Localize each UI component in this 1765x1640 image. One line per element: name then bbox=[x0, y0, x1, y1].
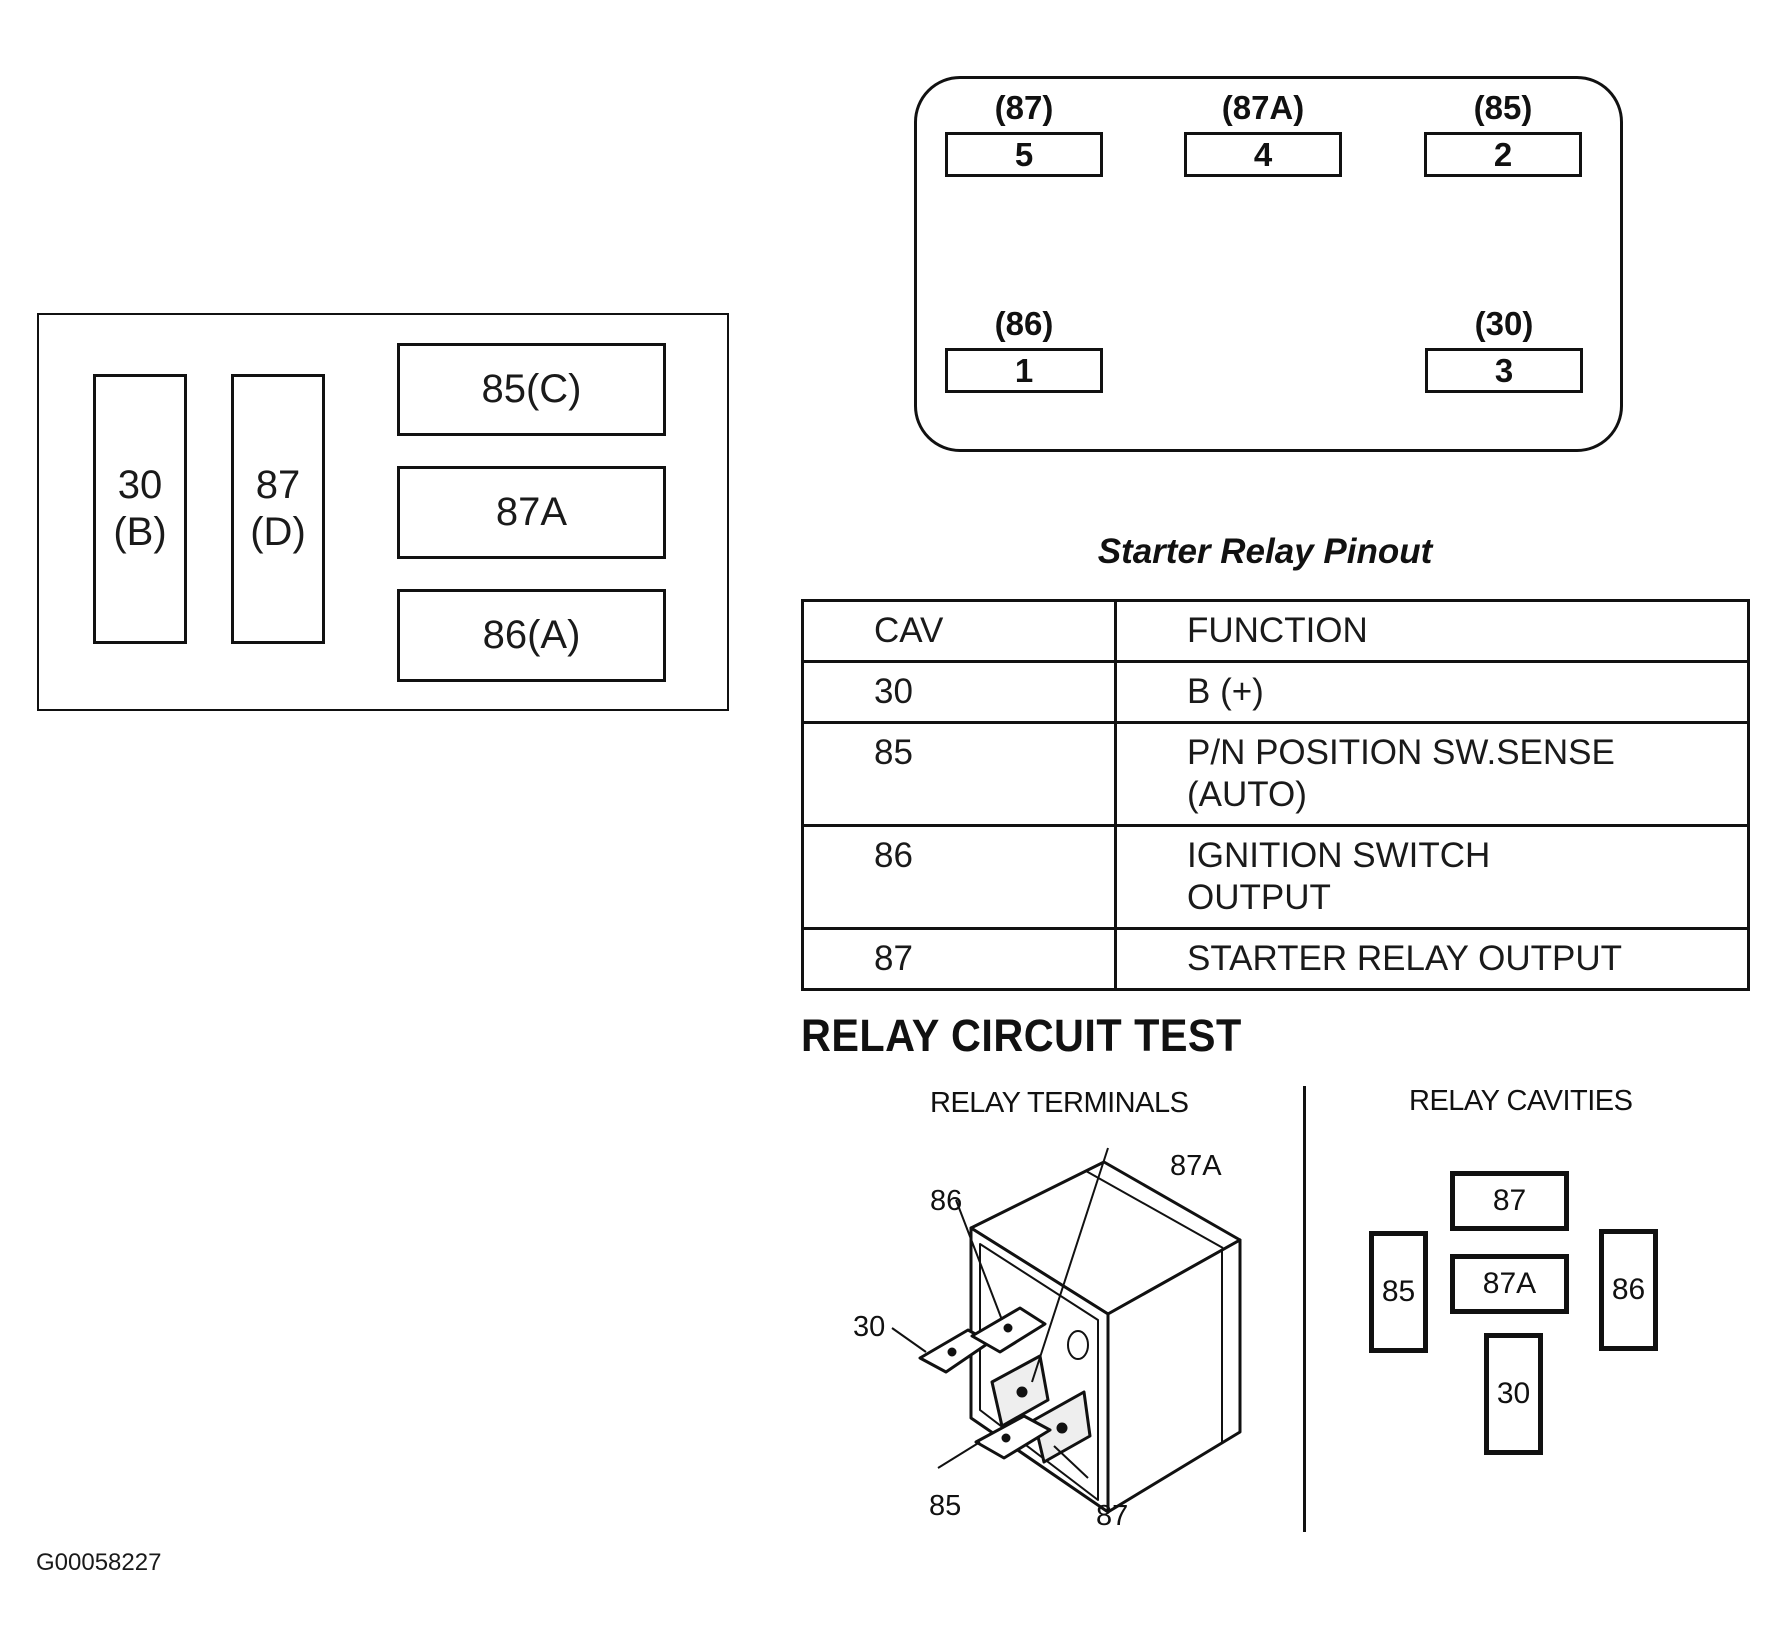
pin-87a: 87A bbox=[397, 466, 666, 559]
pinout-diagram bbox=[914, 76, 1623, 452]
table-cell-cav: 87 bbox=[801, 927, 1117, 991]
table-cell-function: STARTER RELAY OUTPUT bbox=[1114, 927, 1750, 991]
pin-87-d: 87 (D) bbox=[231, 374, 325, 644]
table-cell-cav: 85 bbox=[801, 721, 1117, 827]
table-row: 85 P/N POSITION SW.SENSE(AUTO) bbox=[801, 721, 1750, 827]
cavity-function-table: CAV FUNCTION 30 B (+) 85 P/N POSITION SW… bbox=[801, 599, 1750, 991]
pinout-title: Starter Relay Pinout bbox=[1097, 532, 1433, 571]
table-header-row: CAV FUNCTION bbox=[801, 599, 1750, 663]
table-cell-cav: 30 bbox=[801, 660, 1117, 724]
pin-87-letter: (D) bbox=[250, 510, 306, 554]
cavity-30: 30 bbox=[1484, 1333, 1543, 1455]
table-row: 87 STARTER RELAY OUTPUT bbox=[801, 927, 1750, 991]
terminal-label-87a: 87A bbox=[1170, 1150, 1222, 1182]
table-cell-function: B (+) bbox=[1114, 660, 1750, 724]
pinout-terminal-87: (87) bbox=[994, 89, 1054, 126]
terminal-label-85: 85 bbox=[929, 1490, 962, 1522]
pin-86-a: 86(A) bbox=[397, 589, 666, 682]
pinout-terminal-87a: (87A) bbox=[1221, 89, 1305, 126]
pinout-cavity-5: 5 bbox=[945, 132, 1103, 177]
cavity-85: 85 bbox=[1369, 1231, 1428, 1353]
terminal-label-30: 30 bbox=[853, 1311, 886, 1343]
relay-cavities-title: RELAY CAVITIES bbox=[1409, 1085, 1633, 1117]
pinout-terminal-86: (86) bbox=[994, 305, 1054, 342]
figure-code: G00058227 bbox=[36, 1549, 162, 1576]
table-cell-function: P/N POSITION SW.SENSE(AUTO) bbox=[1114, 721, 1750, 827]
pin-85-label: 85(C) bbox=[481, 367, 582, 411]
pin-87-number: 87 bbox=[255, 463, 301, 507]
pinout-cavity-4: 4 bbox=[1184, 132, 1342, 177]
table-row: 30 B (+) bbox=[801, 660, 1750, 724]
pin-30-number: 30 bbox=[117, 463, 163, 507]
pinout-cavity-3: 3 bbox=[1425, 348, 1583, 393]
terminal-label-87: 87 bbox=[1096, 1500, 1129, 1532]
pinout-cavity-2: 2 bbox=[1424, 132, 1582, 177]
pin-87a-label: 87A bbox=[495, 490, 568, 534]
relay-terminals-title: RELAY TERMINALS bbox=[930, 1087, 1189, 1119]
pinout-terminal-30: (30) bbox=[1474, 305, 1534, 342]
cavity-87a: 87A bbox=[1450, 1254, 1569, 1314]
relay-terminals-drawing bbox=[891, 1147, 1242, 1514]
pin-30-b: 30 (B) bbox=[93, 374, 187, 644]
pin-30-letter: (B) bbox=[113, 510, 167, 554]
terminal-label-86: 86 bbox=[930, 1185, 963, 1217]
relay-diagram-left bbox=[37, 313, 729, 711]
table-header-function: FUNCTION bbox=[1114, 599, 1750, 663]
pinout-cavity-1: 1 bbox=[945, 348, 1103, 393]
cavity-86: 86 bbox=[1599, 1229, 1658, 1351]
table-cell-cav: 86 bbox=[801, 824, 1117, 930]
cavity-87: 87 bbox=[1450, 1171, 1569, 1231]
relay-circuit-test-heading: RELAY CIRCUIT TEST bbox=[801, 1010, 1242, 1061]
table-header-cav: CAV bbox=[801, 599, 1117, 663]
pin-85-c: 85(C) bbox=[397, 343, 666, 436]
pin-86-label: 86(A) bbox=[482, 613, 581, 657]
section-divider bbox=[1303, 1086, 1306, 1532]
pinout-terminal-85: (85) bbox=[1473, 89, 1533, 126]
